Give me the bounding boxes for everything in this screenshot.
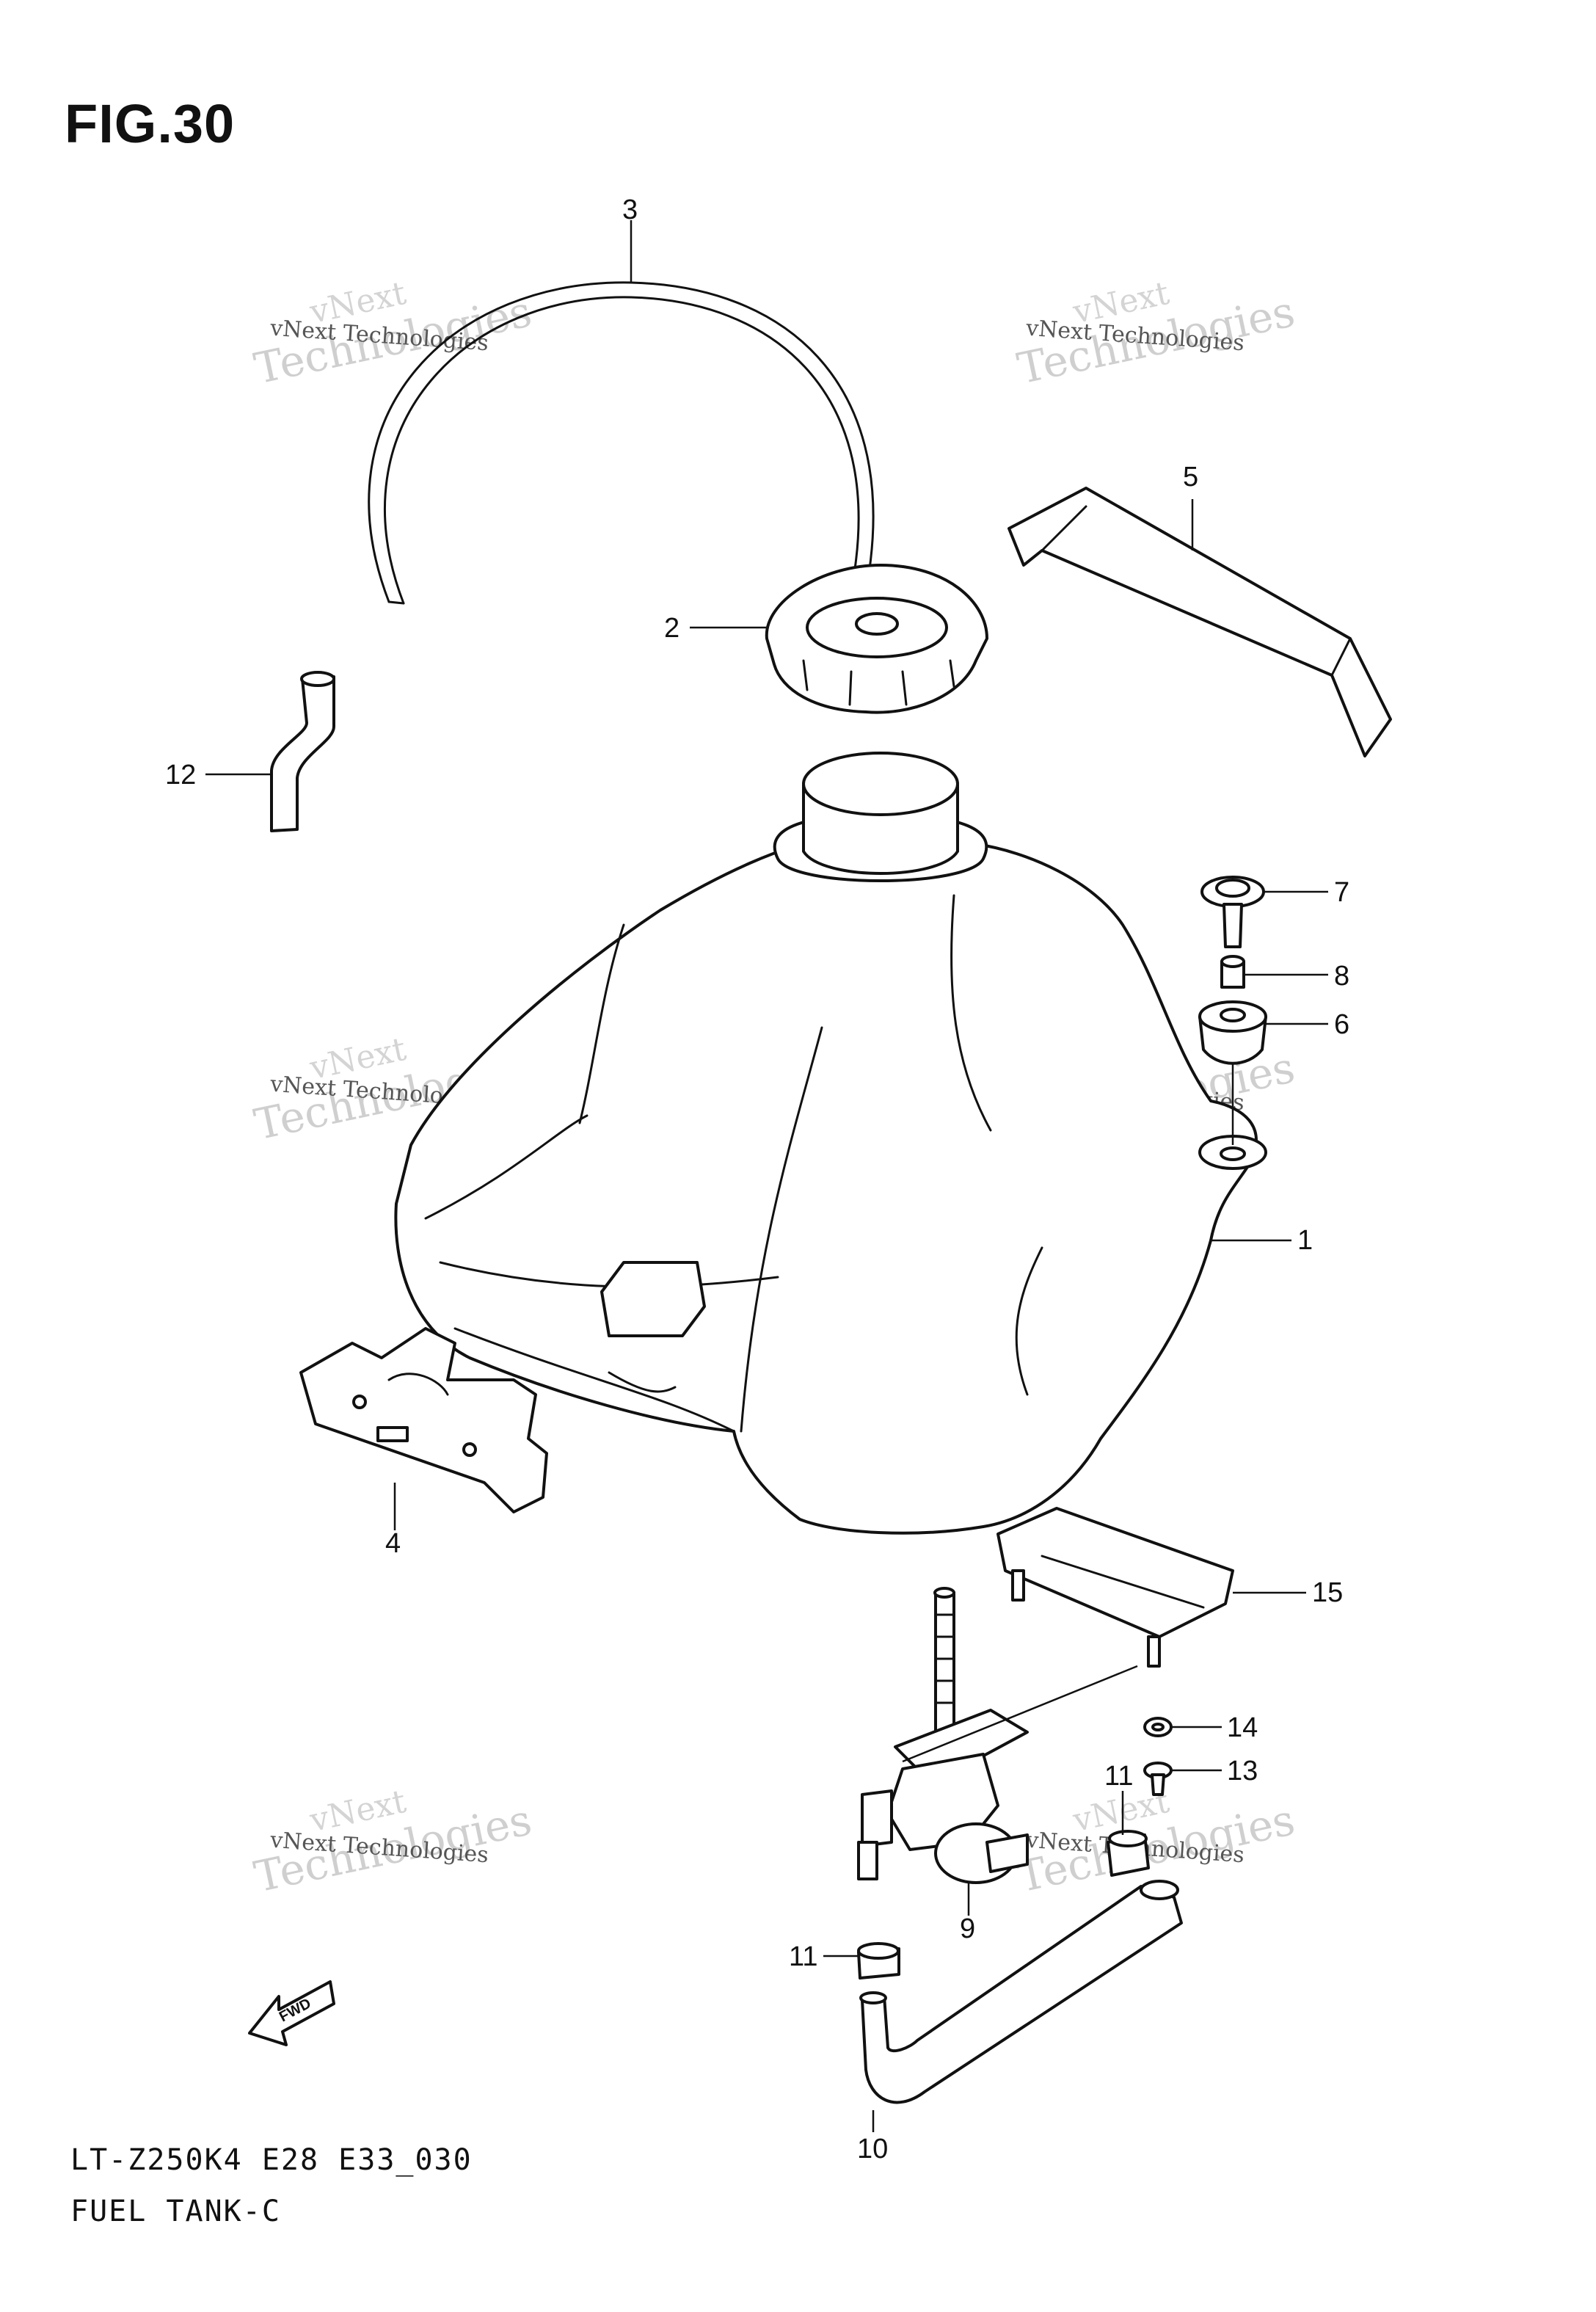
callout-1: 1: [1297, 1225, 1313, 1256]
collar: [1220, 955, 1245, 989]
tank-strap: [1007, 487, 1392, 757]
tank-bracket-rear: [996, 1507, 1234, 1668]
fuel-hose: [859, 1880, 1183, 2104]
cushion: [1198, 1000, 1267, 1065]
callout-9: 9: [960, 1913, 975, 1944]
callout-13: 14: [1227, 1712, 1258, 1743]
fuel-tank: [394, 752, 1267, 1535]
callout-11-upper: 11: [1104, 1761, 1133, 1792]
screw: [1143, 1762, 1173, 1796]
fuel-cap: [765, 564, 988, 714]
hose-clamp-lower: [857, 1942, 900, 1980]
callout-7: 7: [1334, 877, 1349, 908]
callout-15: 15: [1312, 1577, 1343, 1608]
washer: [1143, 1717, 1173, 1737]
callout-8: 8: [1334, 961, 1349, 992]
callout-2: 2: [664, 613, 679, 644]
model-code: LT-Z250K4 E28 E33_030: [70, 2143, 473, 2177]
fwd-arrow-icon: FWD: [248, 1980, 335, 2046]
vent-hose: [368, 281, 875, 605]
callout-5: 5: [1183, 462, 1198, 492]
callout-11-lower: 11: [789, 1941, 817, 1972]
callout-14: 12: [165, 760, 196, 790]
hose-clamp-upper: [1107, 1830, 1150, 1877]
leader-lines: [205, 220, 1328, 2132]
callout-4: 4: [385, 1528, 401, 1559]
callout-6: 6: [1334, 1009, 1349, 1040]
bolt: [1200, 876, 1265, 948]
figure-title: FIG.30: [65, 93, 236, 154]
tank-bracket-front: [299, 1327, 548, 1513]
fuel-valve: [857, 1587, 1138, 1884]
hose-elbow: [270, 671, 335, 832]
callout-10: 10: [857, 2134, 888, 2164]
callout-12: 13: [1227, 1756, 1258, 1786]
figure-name: FUEL TANK-C: [70, 2195, 281, 2228]
callout-3: 3: [622, 195, 638, 225]
callout-labels: 3 2 12 5 7 8 6 1 4 15 14 13 11 11 9 10: [165, 195, 1349, 2164]
